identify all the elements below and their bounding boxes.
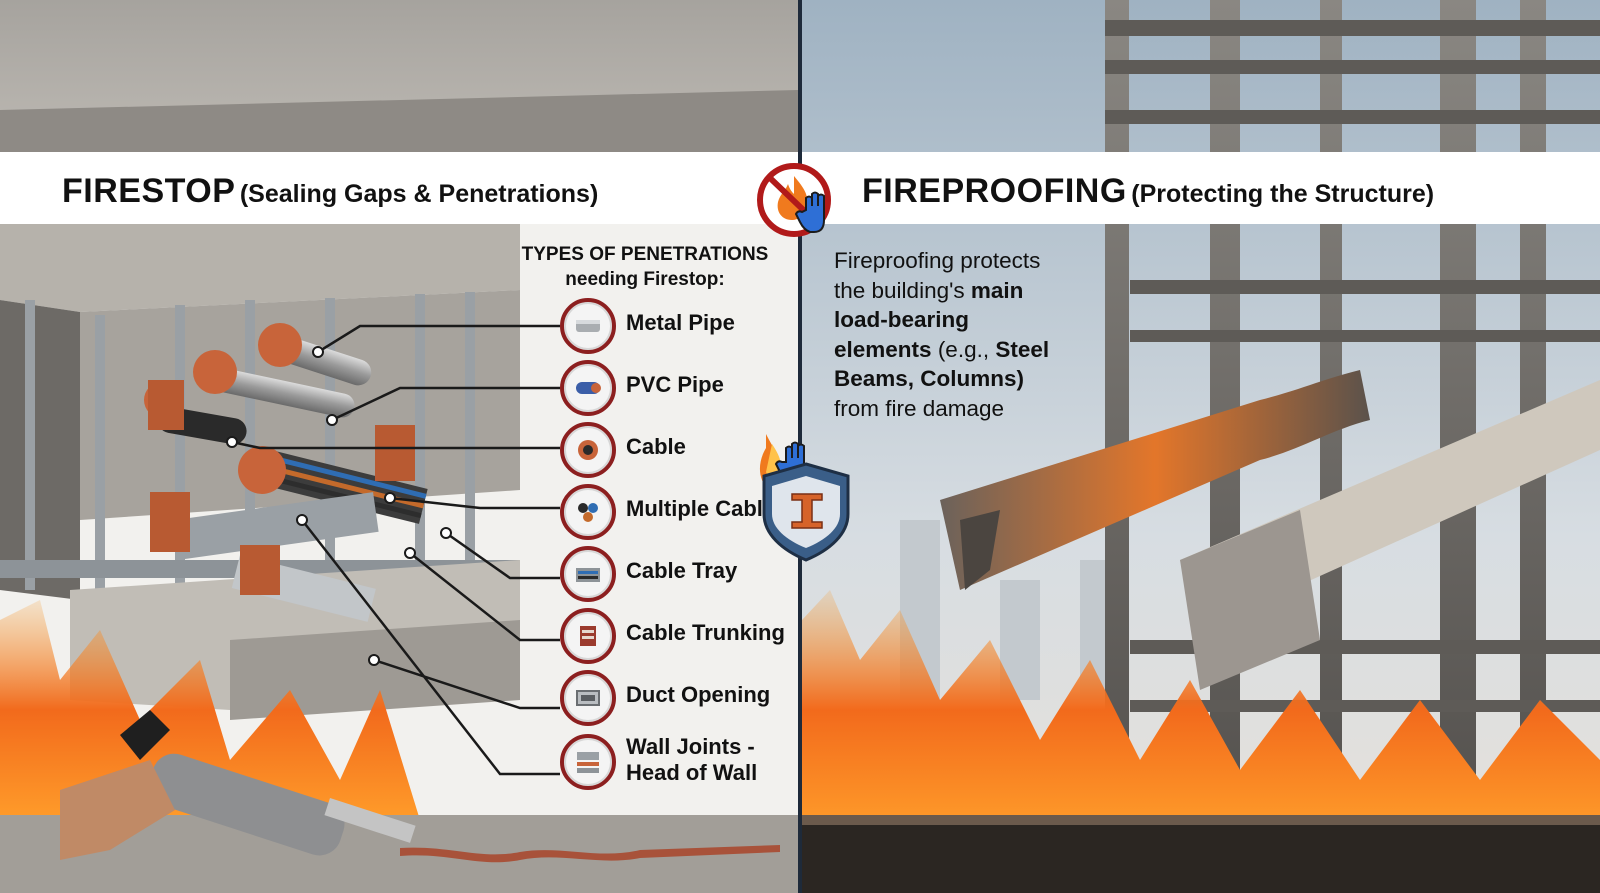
fp-text-bold: Steel (995, 336, 1050, 362)
list-item-wall-joints: Wall Joints - Head of Wall (560, 734, 800, 790)
list-item-cable-trunking: Cable Trunking (560, 608, 800, 664)
metal-pipe-icon (560, 298, 616, 354)
fp-line4: elements (e.g., Steel (834, 335, 1104, 365)
fireproofing-description: Fireproofing protects the building's mai… (834, 246, 1104, 423)
firestop-title: FIRESTOP (Sealing Gaps & Penetrations) (62, 172, 598, 216)
list-item-metal-pipe: Metal Pipe (560, 298, 800, 354)
cable-icon (560, 422, 616, 478)
fireproofing-title: FIREPROOFING (Protecting the Structure) (862, 172, 1434, 216)
penetration-label: Multiple Cable (626, 496, 776, 521)
pvc-pipe-icon (560, 360, 616, 416)
fp-text-bold: elements (834, 336, 932, 362)
penetration-label: Wall Joints - Head of Wall (626, 734, 757, 786)
penetration-heading-line2: needing Firestop: (565, 269, 725, 290)
fp-line5: Beams, Columns) (834, 364, 1104, 394)
penetration-heading-line1: TYPES OF PENETRATIONS (521, 244, 769, 265)
fp-text-bold: load-bearing (834, 307, 970, 332)
penetration-label: Duct Opening (626, 682, 771, 707)
shield-icon (756, 424, 856, 564)
leader-lines (226, 324, 560, 776)
penetration-label: Metal Pipe (626, 310, 735, 335)
list-item-pvc-pipe: PVC Pipe (560, 360, 800, 416)
wall-joint-icon (560, 734, 616, 790)
fp-text-bold: Beams, Columns) (834, 366, 1025, 391)
multiple-cable-icon (560, 484, 616, 540)
penetration-label: PVC Pipe (626, 372, 724, 397)
list-item-multiple-cable: Multiple Cable (560, 484, 800, 540)
wall-joints-line1: Wall Joints - (626, 734, 755, 759)
fireproofing-title-main: FIREPROOFING (862, 172, 1127, 210)
penetration-types-heading: TYPES OF PENETRATIONS needing Firestop: (500, 242, 790, 292)
cable-tray-icon (560, 546, 616, 602)
firestop-title-sub: (Sealing Gaps & Penetrations) (239, 180, 599, 208)
fp-text-part: the building's (834, 277, 971, 303)
penetration-label: Cable Tray (626, 558, 738, 583)
fp-line1: Fireproofing protects (834, 248, 1041, 273)
wall-joints-line2: Head of Wall (626, 760, 758, 785)
cable-trunking-icon (560, 608, 616, 664)
fp-line3: load-bearing (834, 305, 1104, 335)
duct-opening-icon (560, 670, 616, 726)
penetration-label: Cable (626, 434, 686, 459)
fp-line2: the building's main (834, 276, 1104, 306)
fp-text-part: (e.g., (931, 336, 996, 362)
penetration-label: Cable Trunking (626, 620, 785, 645)
firestop-title-main: FIRESTOP (62, 172, 236, 210)
list-item-cable: Cable (560, 422, 800, 478)
list-item-duct-opening: Duct Opening (560, 670, 800, 726)
fp-text-bold: main (970, 277, 1024, 303)
list-item-cable-tray: Cable Tray (560, 546, 800, 602)
fp-line6: from fire damage (834, 395, 1005, 421)
fireproofing-title-sub: (Protecting the Structure) (1131, 180, 1435, 208)
no-fire-hand-icon (754, 160, 846, 252)
